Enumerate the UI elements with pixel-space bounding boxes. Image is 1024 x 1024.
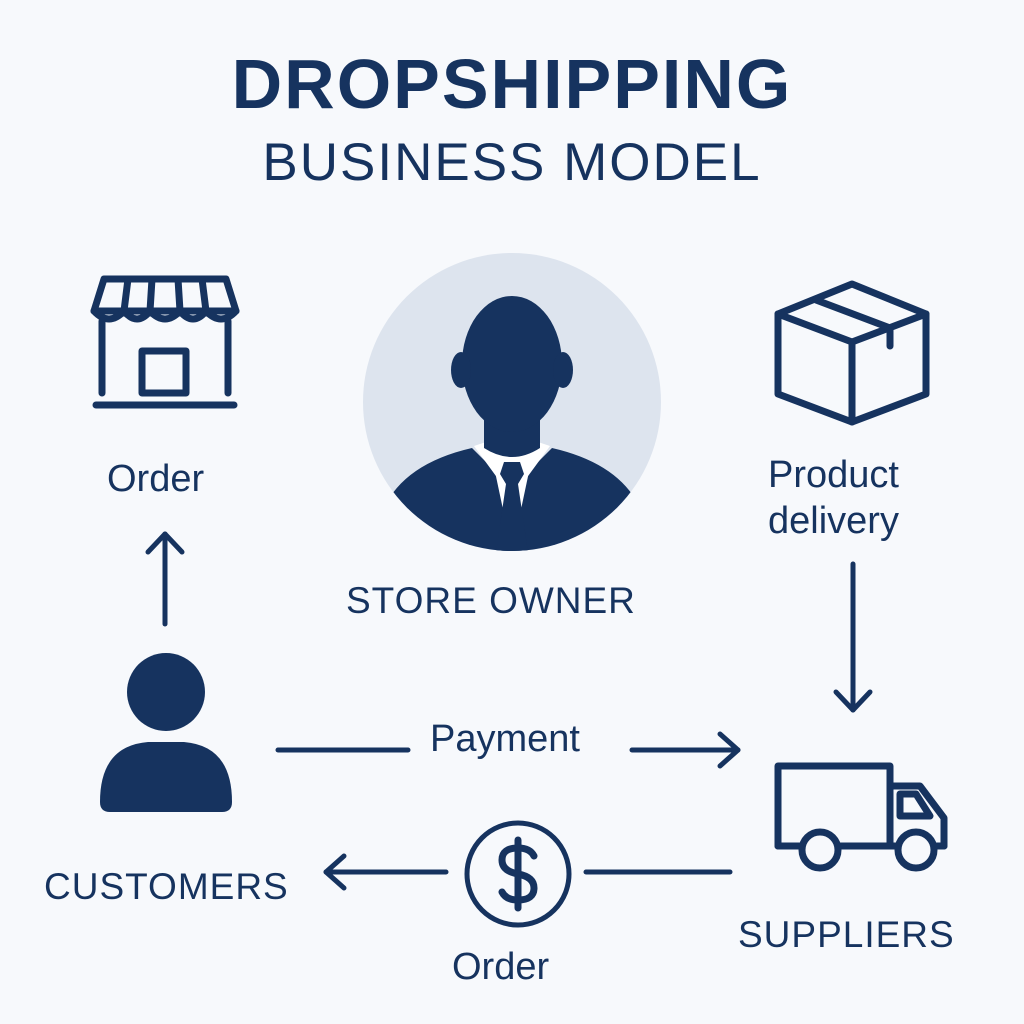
suppliers-label: SUPPLIERS: [738, 914, 955, 955]
businessman-icon: [363, 253, 661, 551]
diagram-title: DROPSHIPPING: [231, 45, 793, 123]
order-arrow-line: [323, 853, 733, 891]
product-delivery-label-line1: Product: [768, 454, 899, 496]
arrow-down-icon: [833, 561, 873, 713]
payment-arrow-line: [275, 731, 741, 769]
storefront-icon: [90, 275, 240, 409]
store-owner-label: STORE OWNER: [346, 580, 636, 621]
person-icon: [100, 653, 232, 812]
customers-label: CUSTOMERS: [44, 866, 289, 907]
package-box-icon: [774, 280, 930, 426]
arrow-up-icon: [145, 531, 185, 627]
diagram-subtitle: BUSINESS MODEL: [262, 133, 762, 192]
order-label-bottom: Order: [452, 946, 550, 988]
delivery-truck-icon: [774, 762, 948, 872]
product-delivery-label-line2: delivery: [768, 500, 899, 542]
payment-label: Payment: [430, 718, 580, 760]
dollar-coin-icon: [464, 820, 572, 928]
order-label-top: Order: [107, 458, 205, 500]
